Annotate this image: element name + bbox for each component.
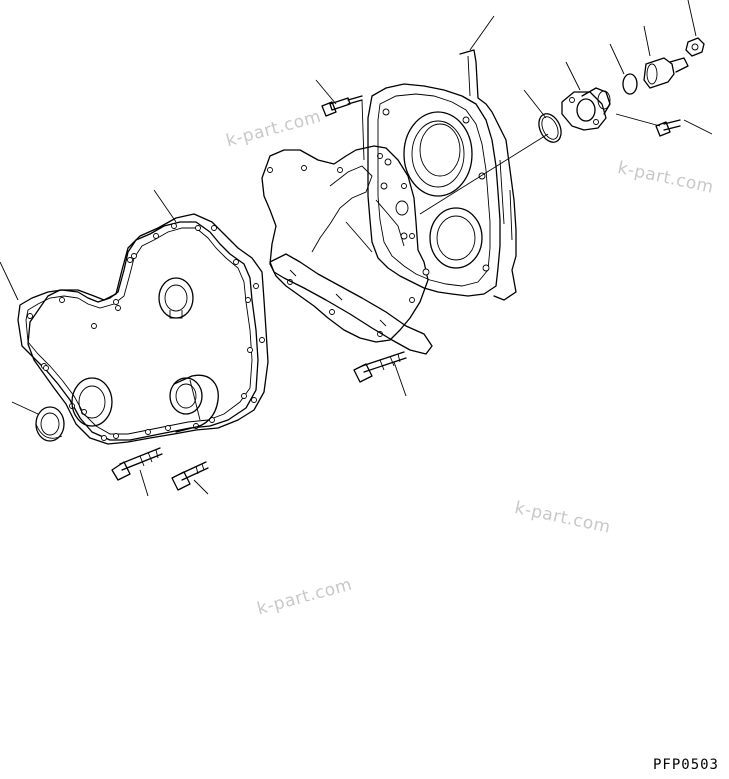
crankshaft-oil-seal [35, 406, 65, 442]
flange-bolt [655, 119, 681, 137]
cover-bolt-short [171, 461, 209, 491]
gear-housing [269, 49, 517, 355]
drawing-code: PFP0503 [652, 757, 719, 773]
adapter-flange [561, 87, 611, 131]
front-gear-cover [27, 213, 269, 445]
leader-lines [0, 0, 713, 497]
o-ring-large [538, 113, 562, 143]
o-ring-small [622, 73, 638, 95]
nut [685, 37, 705, 57]
fitting [643, 57, 689, 89]
housing-bolt [321, 95, 363, 117]
housing-flange-bolt [353, 351, 407, 383]
cover-plug [169, 374, 219, 433]
cover-bolt-long [111, 447, 163, 481]
